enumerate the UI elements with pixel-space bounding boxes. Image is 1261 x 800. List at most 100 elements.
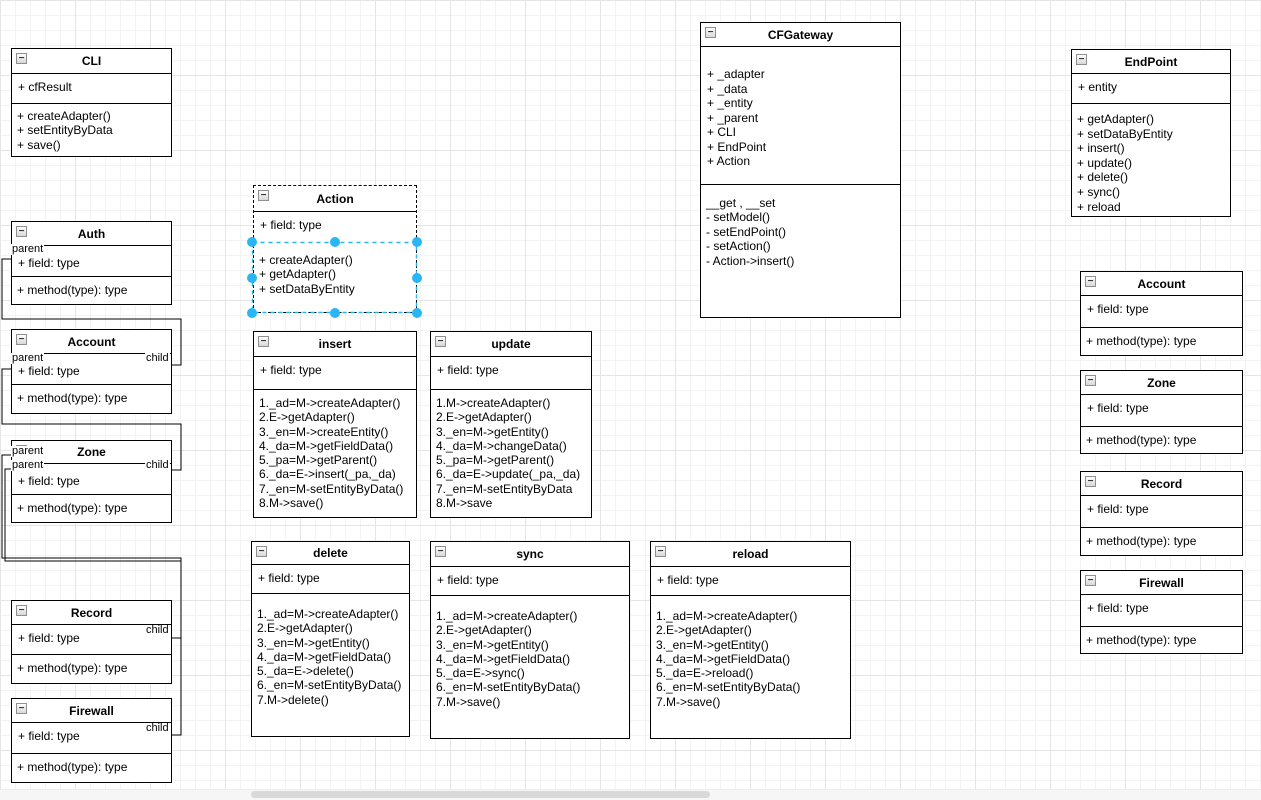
- edge-account-to-auth[interactable]: [1, 258, 182, 366]
- field: + cfResult: [18, 80, 72, 94]
- class-box-record-right[interactable]: − Record + field: type + method(type): t…: [1080, 471, 1243, 556]
- collapse-icon[interactable]: −: [1085, 476, 1096, 487]
- class-title: insert: [318, 337, 352, 351]
- class-title-bar: − Zone: [1081, 371, 1242, 395]
- class-title-bar: − Action: [254, 186, 416, 212]
- methods-section: 1._ad=M->createAdapter() 2.E->getAdapter…: [254, 390, 416, 510]
- method: 4._da=M->changeData(): [436, 438, 567, 453]
- field: + EndPoint: [707, 139, 767, 154]
- method: + method(type): type: [17, 661, 128, 675]
- edge-zone-to-account[interactable]: [1, 368, 182, 471]
- method: - setModel(): [706, 210, 771, 225]
- class-title-bar: − sync: [431, 542, 629, 567]
- class-title: Account: [67, 334, 116, 349]
- collapse-icon[interactable]: −: [435, 336, 446, 347]
- method: 1._ad=M->createAdapter(): [259, 396, 401, 410]
- collapse-icon[interactable]: −: [1085, 575, 1096, 586]
- class-box-endpoint[interactable]: − EndPoint + entity + getAdapter() + set…: [1071, 49, 1231, 217]
- methods-section[interactable]: + createAdapter() + getAdapter() + setDa…: [254, 243, 416, 296]
- fields-section: + field: type: [254, 357, 416, 390]
- edge-label-child[interactable]: child: [145, 459, 170, 471]
- class-box-firewall-right[interactable]: − Firewall + field: type + method(type):…: [1080, 570, 1243, 654]
- edge-label-parent[interactable]: parent: [11, 352, 45, 364]
- collapse-icon[interactable]: −: [16, 334, 27, 345]
- class-box-record-left[interactable]: − Record + field: type + method(type): t…: [11, 600, 172, 684]
- method: + setDataByEntity: [259, 281, 355, 296]
- method: 4._da=M->getFieldData(): [436, 651, 571, 666]
- class-box-account-right[interactable]: − Account + field: type + method(type): …: [1080, 271, 1243, 356]
- class-box-zone-right[interactable]: − Zone + field: type + method(type): typ…: [1080, 370, 1243, 454]
- class-box-action[interactable]: − Action + field: type + createAdapter()…: [253, 185, 417, 313]
- method: 2.E->getAdapter(): [257, 621, 353, 636]
- method: 8.M->save: [436, 496, 493, 511]
- class-title: delete: [313, 546, 348, 560]
- fields-section: + field: type: [254, 212, 416, 243]
- class-box-update[interactable]: − update + field: type 1.M->createAdapte…: [430, 331, 592, 518]
- method: 2.E->getAdapter(): [436, 410, 532, 425]
- collapse-icon[interactable]: −: [258, 336, 269, 347]
- collapse-icon[interactable]: −: [258, 190, 269, 201]
- edge-label-parent[interactable]: parent: [11, 243, 45, 255]
- edge-record-to-zone[interactable]: [1, 454, 182, 639]
- edge-label-parent[interactable]: parent: [11, 445, 45, 457]
- collapse-icon[interactable]: −: [16, 226, 27, 237]
- class-box-account-left[interactable]: − Account + field: type + method(type): …: [11, 329, 172, 414]
- methods-section: 1._ad=M->createAdapter() 2.E->getAdapter…: [252, 594, 409, 707]
- class-box-sync[interactable]: − sync + field: type 1._ad=M->createAdap…: [430, 541, 630, 739]
- methods-section: 1.M->createAdapter() 2.E->getAdapter() 3…: [431, 390, 591, 510]
- class-box-auth[interactable]: − Auth + field: type + method(type): typ…: [11, 221, 172, 305]
- method: 6._da=E->insert(_pa,_da): [259, 467, 396, 482]
- field: + field: type: [258, 571, 320, 585]
- class-title: Firewall: [1139, 575, 1184, 590]
- methods-section: + method(type): type: [12, 754, 171, 774]
- collapse-icon[interactable]: −: [705, 27, 716, 38]
- collapse-icon[interactable]: −: [1085, 375, 1096, 386]
- horizontal-scrollbar-thumb[interactable]: [251, 791, 710, 798]
- edge-firewall-to-zone[interactable]: [4, 468, 182, 736]
- method: 1._ad=M->createAdapter(): [436, 609, 578, 623]
- method: - setAction(): [706, 239, 771, 254]
- collapse-icon[interactable]: −: [16, 53, 27, 64]
- class-box-cfgateway[interactable]: − CFGateway + _adapter + _data + _entity…: [700, 22, 901, 318]
- collapse-icon[interactable]: −: [655, 546, 666, 557]
- collapse-icon[interactable]: −: [16, 605, 27, 616]
- method: 7._en=M-setEntityByData(): [259, 481, 404, 496]
- method: 5._da=E->sync(): [436, 666, 525, 681]
- method: + save(): [17, 137, 61, 152]
- collapse-icon[interactable]: −: [256, 546, 267, 557]
- method: 2.E->getAdapter(): [259, 410, 355, 425]
- class-box-firewall-left[interactable]: − Firewall + field: type + method(type):…: [11, 698, 172, 783]
- method: + method(type): type: [17, 283, 128, 297]
- fields-section: + field: type: [12, 625, 171, 655]
- class-title: Zone: [1147, 375, 1176, 390]
- collapse-icon[interactable]: −: [1076, 54, 1087, 65]
- class-title: Account: [1137, 276, 1186, 291]
- methods-section: 1._ad=M->createAdapter() 2.E->getAdapter…: [431, 596, 629, 709]
- methods-section: + method(type): type: [1081, 427, 1242, 447]
- methods-section: + getAdapter() + setDataByEntity + inser…: [1072, 104, 1230, 214]
- collapse-icon[interactable]: −: [16, 703, 27, 714]
- method: 5._pa=M->getParent(): [259, 453, 378, 468]
- methods-section: + createAdapter() + setEntityByData + sa…: [12, 104, 171, 152]
- method: 7.M->save(): [436, 694, 501, 709]
- edge-label-child[interactable]: child: [145, 624, 170, 636]
- edge-label-child[interactable]: child: [145, 352, 170, 364]
- class-title: Auth: [77, 226, 106, 241]
- collapse-icon[interactable]: −: [435, 546, 446, 557]
- edge-label-child[interactable]: child: [145, 722, 170, 734]
- method: - setEndPoint(): [706, 224, 787, 239]
- method: + insert(): [1077, 141, 1125, 156]
- method: - Action->insert(): [706, 253, 795, 268]
- field: + field: type: [1087, 502, 1149, 516]
- method: + delete(): [1077, 170, 1129, 185]
- edge-label-parent[interactable]: parent: [11, 459, 45, 471]
- class-box-delete[interactable]: − delete + field: type 1._ad=M->createAd…: [251, 541, 410, 737]
- class-box-insert[interactable]: − insert + field: type 1._ad=M->createAd…: [253, 331, 417, 518]
- collapse-icon[interactable]: −: [1085, 276, 1096, 287]
- class-box-cli[interactable]: − CLI + cfResult + createAdapter() + set…: [11, 48, 172, 157]
- class-box-reload[interactable]: − reload + field: type 1._ad=M->createAd…: [650, 541, 851, 739]
- method: 6._en=M-setEntityByData(): [257, 678, 402, 693]
- method: 1.M->createAdapter(): [436, 396, 551, 410]
